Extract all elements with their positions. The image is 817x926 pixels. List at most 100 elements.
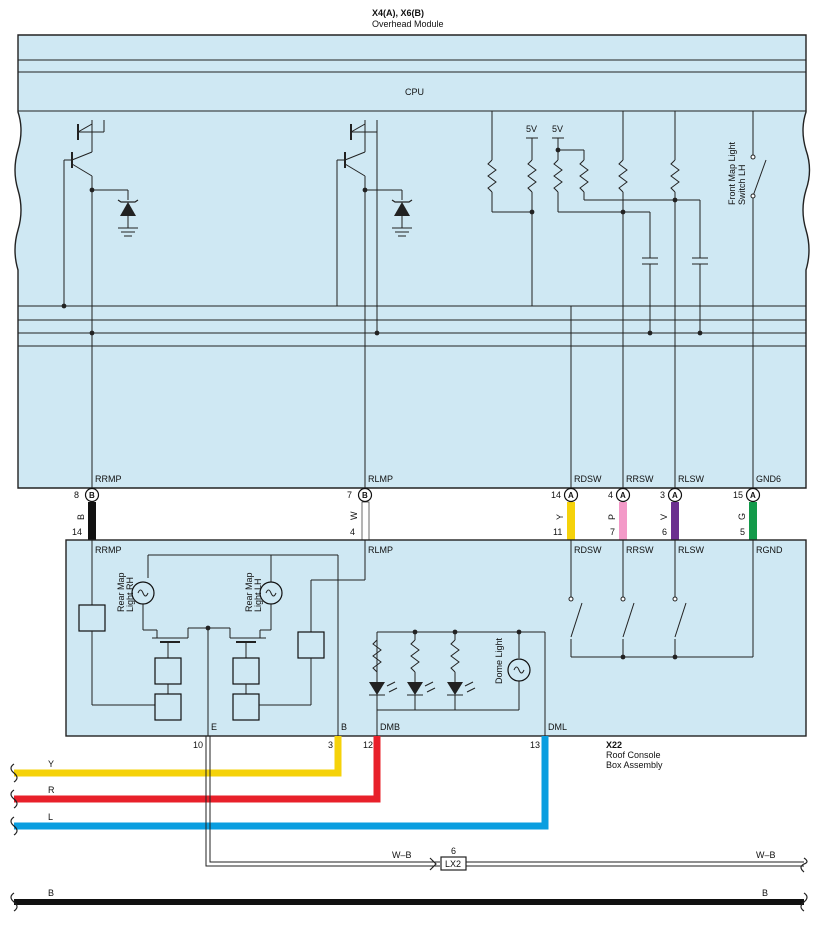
overhead-module: CPU xyxy=(14,34,811,489)
connector-circle xyxy=(563,487,579,503)
pin-top: 14 xyxy=(551,490,561,500)
connector-id: B xyxy=(89,491,95,500)
wire-break-icon xyxy=(10,816,18,836)
wire-break-icon xyxy=(800,857,808,873)
terminal-label: B xyxy=(341,722,347,732)
wire-break-icon xyxy=(10,763,18,783)
rear-map-light-rh-label-1: Rear Map xyxy=(116,572,126,612)
resistor-icon xyxy=(670,159,680,193)
connector-circle xyxy=(615,487,631,503)
front-switch-label-2: Switch LH xyxy=(737,164,747,205)
resistor-icon xyxy=(487,159,497,193)
connector-id: A xyxy=(672,491,678,500)
wire-color-code: V xyxy=(659,514,669,520)
wire-rdsw xyxy=(567,502,575,540)
terminal-label: E xyxy=(211,722,217,732)
front-map-light-switch xyxy=(752,159,767,197)
terminal-label: RRMP xyxy=(95,545,122,555)
led-icon xyxy=(407,682,423,695)
pin-bottom: 11 xyxy=(553,527,562,537)
wire-y xyxy=(14,736,342,777)
wire-rgnd xyxy=(749,502,757,540)
terminal-label: RDSW xyxy=(574,545,602,555)
pin-top: 3 xyxy=(660,490,665,500)
supply-5v-label: 5V xyxy=(552,124,563,134)
terminal-label: DMB xyxy=(380,722,400,732)
pin-top: 7 xyxy=(347,490,352,500)
wire-label: W–B xyxy=(756,850,776,860)
pin-bottom: 7 xyxy=(610,527,615,537)
overhead-module-title: Overhead Module xyxy=(372,19,444,29)
rear-map-light-lh-label-1: Rear Map xyxy=(244,572,254,612)
wire-r xyxy=(14,736,381,803)
rear-map-light-rh-label-2: Light RH xyxy=(125,577,135,612)
wire-color-code: B xyxy=(76,514,86,520)
terminal-label: RRMP xyxy=(95,474,122,484)
resistor-icon xyxy=(618,159,628,193)
terminal-label: GND6 xyxy=(756,474,781,484)
pin-bottom: 4 xyxy=(350,527,355,537)
pin-bottom: 12 xyxy=(363,740,373,750)
connector-circle xyxy=(745,487,761,503)
wire-label: Y xyxy=(48,759,54,769)
terminal-label: RLMP xyxy=(368,545,393,555)
resistor-icon xyxy=(410,639,420,673)
door-switch-rrsw xyxy=(622,602,635,638)
terminal-label: RLMP xyxy=(368,474,393,484)
roof-console-body xyxy=(65,539,807,737)
door-switch-rlsw xyxy=(674,602,687,638)
pin-top: 15 xyxy=(733,490,743,500)
door-switch-rdsw xyxy=(570,602,583,638)
pin-top: 8 xyxy=(74,490,79,500)
resistor-icon xyxy=(527,159,537,193)
driver-box xyxy=(154,693,182,721)
connector-circle xyxy=(84,487,100,503)
junction-lx2 xyxy=(440,856,467,871)
switch-contact xyxy=(750,154,756,160)
rear-map-light-lh-label-2: Light LH xyxy=(253,578,263,612)
terminal-label: RGND xyxy=(756,545,783,555)
roof-console-title-2: Box Assembly xyxy=(606,760,663,770)
wire-color-code: W xyxy=(349,511,359,520)
pin-bottom: 10 xyxy=(193,740,203,750)
dome-light-label: Dome Light xyxy=(494,637,504,684)
connector-pins: B 8 B 14 B 7 W 4 A 14 Y 11 A 4 P 7 A 3 V… xyxy=(72,487,761,537)
wire-color-code: G xyxy=(737,513,747,520)
connector-id: A xyxy=(620,491,626,500)
terminal-label: DML xyxy=(548,722,567,732)
overhead-module-body xyxy=(14,34,811,489)
wire-rrsw xyxy=(619,502,627,540)
pin-bottom: 5 xyxy=(740,527,745,537)
led-icon xyxy=(369,682,385,695)
connector-circle xyxy=(667,487,683,503)
terminal-label: RRSW xyxy=(626,474,654,484)
roof-console-box: RRMP RLMP RDSW RRSW RLSW RGND Rear Map L… xyxy=(65,539,807,737)
resistor-icon xyxy=(450,639,460,673)
wire-wb xyxy=(205,736,440,867)
pin-bottom: 6 xyxy=(662,527,667,537)
bottom-harness: Y R L LX2 6 W–B W–B B B xyxy=(10,736,808,912)
roof-console-code: X22 xyxy=(606,740,622,750)
wire-break-icon xyxy=(10,892,18,912)
cpu-label: CPU xyxy=(405,87,424,97)
connector-circle xyxy=(357,487,373,503)
wire-label: B xyxy=(762,888,768,898)
wire-l xyxy=(14,736,549,830)
wire-color-code: Y xyxy=(555,514,565,520)
transistor-driver-left xyxy=(61,120,139,488)
terminal-label: RLSW xyxy=(678,474,705,484)
harness-wires xyxy=(88,501,757,541)
pin-bottom: 14 xyxy=(72,527,82,537)
junction-name: LX2 xyxy=(445,859,461,869)
wire-rlmp xyxy=(361,501,370,541)
wire-color-code: P xyxy=(607,514,617,520)
terminal-label: RLSW xyxy=(678,545,705,555)
pin-bottom: 13 xyxy=(530,740,540,750)
connector-id: A xyxy=(750,491,756,500)
wire-rlsw xyxy=(671,502,679,540)
wire-label: R xyxy=(48,785,55,795)
connector-id: A xyxy=(568,491,574,500)
resistor-icon xyxy=(579,159,589,193)
wire-label: W–B xyxy=(392,850,412,860)
